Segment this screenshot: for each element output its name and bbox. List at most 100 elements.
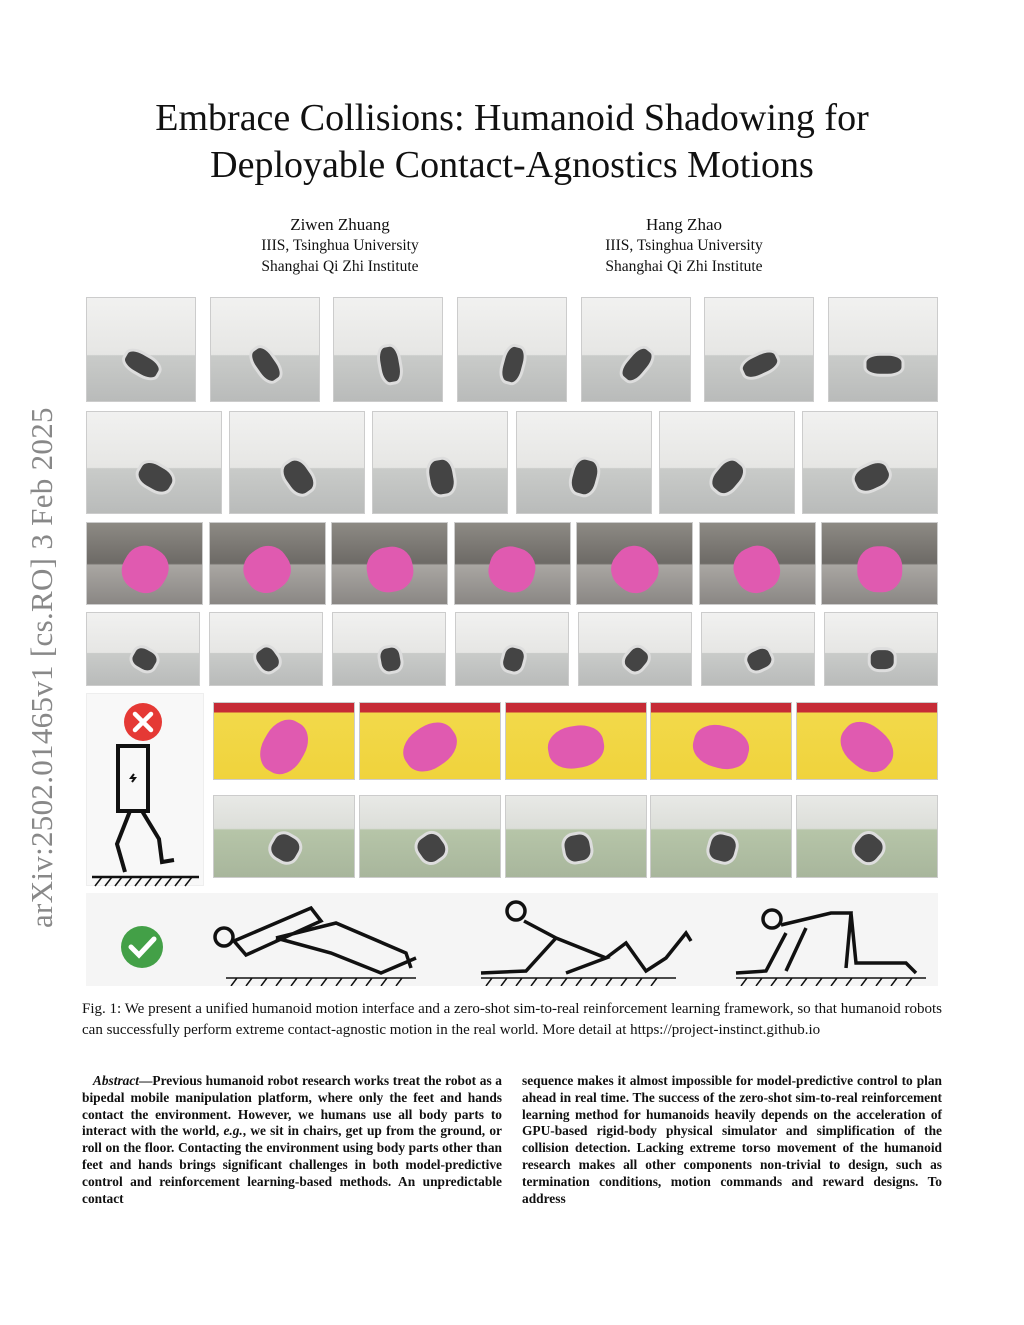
figure-photo [86,297,196,402]
human-figure [857,546,902,593]
figure-photo [331,522,448,605]
robot-figure [423,455,460,501]
author-name: Ziwen Zhuang [290,215,390,234]
figure-photo [504,795,647,878]
paper-title: Embrace Collisions: Humanoid Shadowing f… [0,95,1024,189]
figure-row-human-motion [86,522,938,605]
robot-figure [118,344,166,386]
robot-figure [274,452,323,503]
figure-photo [650,702,793,780]
figure-photo [704,297,815,402]
arxiv-stamp: arXiv:2502.01465v1 [cs.RO] 3 Feb 2025 [24,407,59,928]
figure-photo [229,411,366,514]
figure-photo [86,411,222,514]
figure-photo [701,612,815,686]
robot-figure [375,643,405,677]
human-figure [544,721,607,773]
figure-photo [827,297,938,402]
abstract-text: , we sit in chairs, get up from the grou… [82,1123,502,1206]
figure-photo [208,522,326,605]
lying-stick-figure-icon [213,905,417,987]
abstract-label: Abstract [92,1073,140,1088]
robot-figure [409,826,454,871]
human-figure [602,537,667,602]
title-line-2: Deployable Contact-Agnostics Motions [210,144,814,186]
figure-photo [515,411,652,514]
figure-photo [332,612,446,686]
robot-figure [846,455,896,500]
author-affiliation: IIIS, Tsinghua University [605,237,763,254]
robot-figure [248,640,286,679]
figure-photo [86,612,200,686]
author-affiliation: IIIS, Tsinghua University [261,237,419,254]
figure-photo [824,612,938,686]
robot-figure [244,341,288,389]
robot-figure [614,341,660,389]
figure-photo [455,612,569,686]
figure-photo [576,522,693,605]
figure-photo [456,297,567,402]
human-figure [235,538,299,602]
abstract-text: —Previous humanoid robot research works … [82,1073,502,1139]
figure-photo [658,411,795,514]
human-figure [484,542,540,598]
success-panel [86,893,938,987]
figure-row-human-rolling [213,702,938,780]
red-x-icon [124,703,162,741]
figure-photo [213,795,355,878]
figure-photo [796,702,938,780]
figure-photo [86,522,203,605]
fail-panel [86,693,204,887]
robot-figure [740,642,778,678]
figure-photo [333,297,444,402]
crawling-stick-figure-icon [480,900,693,987]
robot-figure [558,830,595,868]
human-figure [394,713,465,779]
kneeling-stick-figure-icon [735,908,926,987]
human-figure [688,719,754,775]
author-name: Hang Zhao [645,215,722,234]
figure-photo [698,522,816,605]
human-figure [113,538,176,601]
figure-row-sim-robot [86,297,938,402]
figure-row-sim-robot-floor [86,411,938,514]
figure-photo [372,411,509,514]
human-figure [251,711,317,779]
robot-figure [703,452,753,503]
figure-photo [213,702,355,780]
standing-stick-figure-icon [92,744,199,887]
author-1: Ziwen Zhuang IIIS, Tsinghua University S… [190,214,490,277]
figure-photo [358,702,501,780]
figure-row-real-robot [86,612,938,686]
figure-photo [209,612,323,686]
robot-figure [374,342,405,388]
robot-figure [867,647,897,673]
figure-photo [578,612,692,686]
robot-figure [125,641,163,678]
robot-figure [617,640,655,679]
robot-figure [565,454,605,501]
figure-photo [821,522,938,605]
figure-photo [453,522,571,605]
figure-row-robot-rolling [213,795,938,878]
robot-figure [263,827,308,871]
human-figure [362,543,417,596]
green-check-icon [121,926,163,968]
human-figure [727,539,787,600]
robot-figure [497,642,529,677]
author-affiliation: Shanghai Qi Zhi Institute [605,258,763,275]
author-affiliation: Shanghai Qi Zhi Institute [261,258,419,275]
figure-photo [650,795,793,878]
robot-figure [863,353,905,377]
figure-photo [504,702,647,780]
abstract-text: e.g. [223,1123,243,1139]
figure-caption: Fig. 1: We present a unified humanoid mo… [82,1001,942,1038]
robot-figure [130,454,181,501]
robot-figure [846,826,891,871]
figure-photo [209,297,320,402]
figure-photo [796,795,938,878]
figure-photo [580,297,691,402]
robot-figure [736,345,785,385]
fail-illustration [92,703,199,887]
author-2: Hang Zhao IIIS, Tsinghua University Shan… [534,214,834,277]
